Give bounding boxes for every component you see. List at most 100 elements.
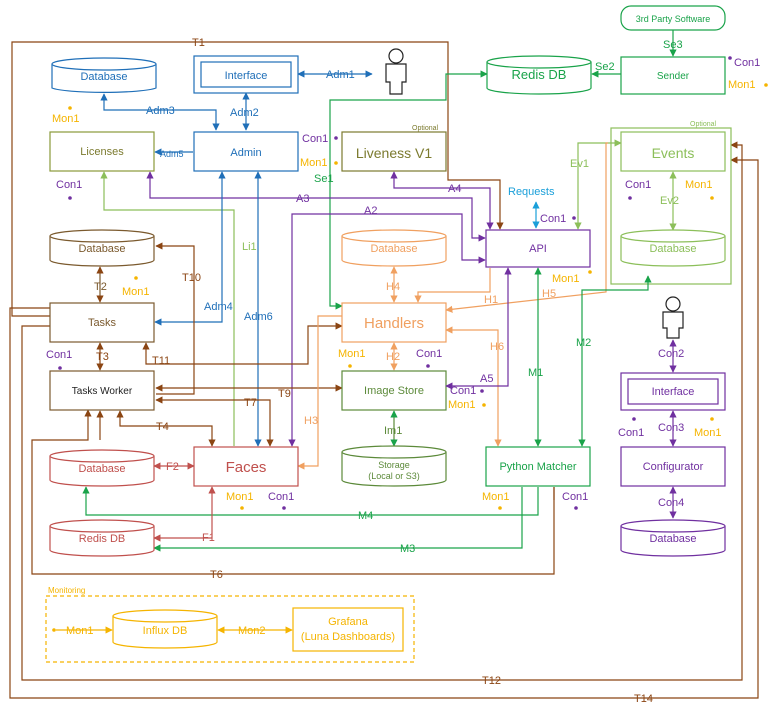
label-m1: M1 (528, 367, 543, 379)
events-label: Events (652, 145, 695, 161)
liveness-box[interactable]: Optional Liveness V1 (341, 125, 447, 172)
handlers-con1: Con1 (416, 348, 442, 360)
grafana-box[interactable]: Grafana (Luna Dashboards) (292, 607, 404, 652)
label-li1: Li1 (242, 241, 257, 253)
faces-mon1: Mon1 (226, 491, 254, 503)
grafana-label-1: Grafana (328, 616, 369, 628)
label-m4: M4 (358, 510, 373, 522)
api-label: API (529, 243, 547, 255)
label-con2: Con2 (658, 348, 684, 360)
python-matcher-label: Python Matcher (499, 461, 576, 473)
label-t11: T11 (152, 355, 170, 367)
faces-label: Faces (226, 459, 267, 476)
redis-db-sender: Redis DB (486, 55, 592, 95)
connector-t6 (31, 409, 555, 575)
influx-db-label: Influx DB (143, 625, 188, 637)
handlers-label: Handlers (364, 315, 424, 332)
label-a3: A3 (296, 193, 309, 205)
handlers-box[interactable]: Handlers (341, 302, 447, 343)
faces-con1-dot (282, 506, 286, 510)
connector-h3 (297, 315, 342, 470)
admin-box[interactable]: Admin (193, 131, 299, 172)
label-t10: T10 (182, 272, 201, 284)
image-store-mon1-dot (482, 403, 486, 407)
label-adm1: Adm1 (326, 69, 355, 81)
label-h4: H4 (386, 281, 400, 293)
licenses-mon1: Mon1 (52, 113, 80, 125)
image-store-mon1: Mon1 (448, 399, 476, 411)
connector-t14 (9, 156, 759, 699)
interface-config-box[interactable]: Interface (620, 372, 726, 411)
licenses-con1: Con1 (56, 179, 82, 191)
third-party-software-box[interactable]: 3rd Party Software (620, 5, 726, 31)
liveness-label: Liveness V1 (356, 145, 432, 161)
image-store-box[interactable]: Image Store (341, 370, 447, 411)
events-database-label: Database (649, 243, 696, 255)
sender-mon1-dot (764, 83, 768, 87)
monitoring-frame (45, 595, 415, 663)
connector-adm4 (154, 171, 226, 326)
api-mon1: Mon1 (552, 273, 580, 285)
label-t12: T12 (482, 675, 501, 687)
events-box[interactable]: Events (620, 131, 726, 172)
handlers-con1-dot (426, 364, 430, 368)
label-adm6: Adm6 (244, 311, 273, 323)
redis-db-faces: Redis DB (49, 519, 155, 557)
licenses-con1-dot (68, 196, 72, 200)
image-store-con1: Con1 (450, 385, 476, 397)
api-con1: Con1 (540, 213, 566, 225)
label-se2: Se2 (595, 61, 615, 73)
licenses-mon1-dot (68, 106, 72, 110)
database-config-label: Database (649, 533, 696, 545)
events-optional-tag: Optional (690, 121, 717, 128)
connector-f1 (153, 486, 216, 542)
monitoring-mon1-dot (52, 628, 56, 632)
tasks-worker-box[interactable]: Tasks Worker (49, 370, 155, 411)
label-m2: M2 (576, 337, 591, 349)
config-con1-dot (632, 417, 636, 421)
connector-t10 (155, 242, 195, 395)
sender-box[interactable]: Sender (620, 56, 726, 95)
handlers-mon1-dot (348, 364, 352, 368)
tasks-box[interactable]: Tasks (49, 302, 155, 343)
label-con3: Con3 (658, 422, 684, 434)
events-con1-dot (628, 196, 632, 200)
connector-se1 (329, 70, 488, 310)
handlers-mon1: Mon1 (338, 348, 366, 360)
label-h2: H2 (386, 351, 400, 363)
licenses-box[interactable]: Licenses (49, 131, 155, 172)
interface-admin-box[interactable]: Interface (193, 55, 299, 94)
label-ev1: Ev1 (570, 158, 589, 170)
events-mon1-dot (710, 196, 714, 200)
label-con4: Con4 (658, 497, 684, 509)
label-t3: T3 (96, 351, 109, 363)
image-store-con1-dot (480, 389, 484, 393)
faces-box[interactable]: Faces (193, 446, 299, 487)
label-m3: M3 (400, 543, 415, 555)
grafana-label-2: (Luna Dashboards) (301, 631, 395, 643)
label-a4: A4 (448, 183, 461, 195)
configurator-box[interactable]: Configurator (620, 446, 726, 487)
connector-ev1 (574, 139, 622, 230)
storage-label-2: (Local or S3) (368, 471, 420, 481)
label-h3: H3 (304, 415, 318, 427)
image-store-label: Image Store (364, 385, 424, 397)
label-a5: A5 (480, 373, 493, 385)
redis-db-sender-label: Redis DB (512, 67, 567, 82)
label-ev2: Ev2 (660, 195, 679, 207)
label-h5: H5 (542, 288, 556, 300)
api-box[interactable]: API (485, 229, 591, 268)
admin-label: Admin (230, 147, 261, 159)
label-t14: T14 (634, 693, 653, 705)
licenses-label: Licenses (80, 146, 124, 158)
influx-db: Influx DB (112, 609, 218, 649)
connector-m4 (82, 486, 539, 516)
python-matcher-box[interactable]: Python Matcher (485, 446, 591, 487)
tasks-mon1: Mon1 (122, 286, 150, 298)
label-adm2: Adm2 (230, 107, 259, 119)
faces-con1: Con1 (268, 491, 294, 503)
interface-admin-label: Interface (225, 70, 268, 82)
connector-adm3 (100, 93, 220, 131)
user-config-icon (662, 296, 684, 339)
